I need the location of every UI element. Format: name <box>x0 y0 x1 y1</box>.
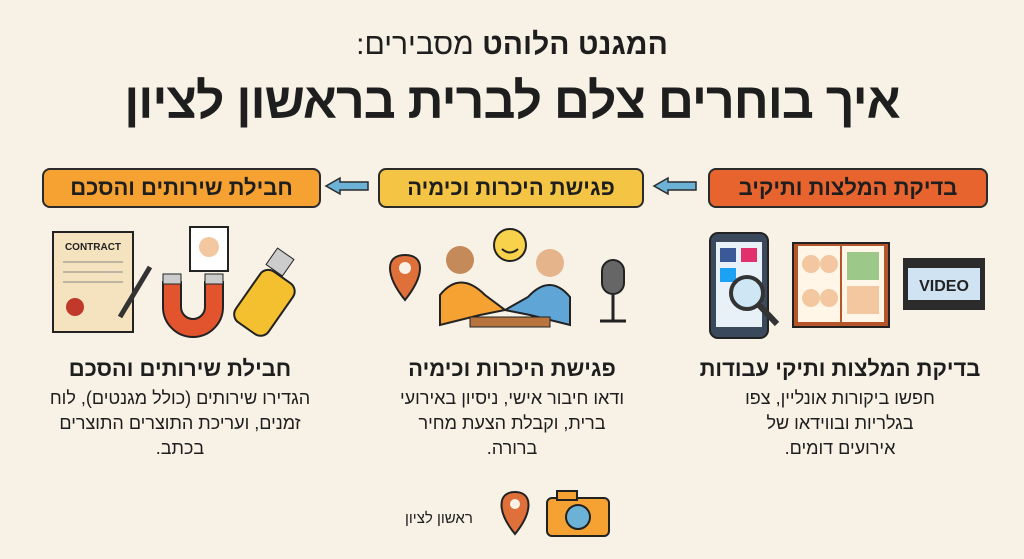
smiley-icon <box>493 228 527 262</box>
brand-name: המגנט הלוהט <box>482 28 668 61</box>
location-pin-icon <box>500 490 530 536</box>
magnifier-icon <box>729 275 780 327</box>
contract-illustration: CONTRACT <box>52 226 296 338</box>
step-2-text: ודאו חיבור אישי, ניסיון באירועי ברית, וק… <box>400 388 624 458</box>
page-title: איך בוחרים צלם לברית בראשון לציון <box>124 73 901 129</box>
footer-location: ראשון לציון <box>405 510 473 527</box>
step-3-heading: חבילת שירותים והסכם <box>68 356 292 381</box>
usb-drive-icon <box>233 247 296 337</box>
step-1-label: בדיקת המלצות ותיקיב <box>708 168 988 208</box>
arrow-left-icon <box>324 176 369 196</box>
location-pin-icon <box>389 253 421 302</box>
meeting-illustration <box>389 228 626 328</box>
step-3-description: חבילת שירותים והסכם הגדירו שירותים (כולל … <box>30 356 330 461</box>
microphone-icon <box>600 259 626 323</box>
magnet-icon <box>162 273 224 338</box>
step-1-text: חפשו ביקורות אונליין, צפו בגלריות ובוויד… <box>745 388 935 458</box>
handshake-icon <box>439 246 571 328</box>
arrow-left-icon <box>652 176 697 196</box>
step-2-label: פגישת היכרות וכימיה <box>378 168 644 208</box>
reviews-gallery-illustration: VIDEO <box>709 232 985 339</box>
step-2-description: פגישת היכרות וכימיה ודאו חיבור אישי, ניסי… <box>362 356 662 461</box>
contract-icon: CONTRACT <box>52 231 153 333</box>
camera-icon <box>546 490 610 537</box>
step-3-text: הגדירו שירותים (כולל מגנטים), לוח זמנים,… <box>49 388 311 458</box>
baby-photo-icon <box>189 226 229 272</box>
step-2-heading: פגישת היכרות וכימיה <box>408 356 616 381</box>
step-3-label: חבילת שירותים והסכם <box>42 168 321 208</box>
step-1-heading: בדיקת המלצות ותיקי עבודות <box>699 356 981 381</box>
photo-album-icon <box>792 242 890 328</box>
footer-icons <box>500 490 610 537</box>
video-label: VIDEO <box>919 278 969 295</box>
video-film-icon: VIDEO <box>903 258 985 310</box>
subtitle-rest: מסבירים: <box>356 28 474 61</box>
contract-label: CONTRACT <box>65 242 121 253</box>
step-1-description: בדיקת המלצות ותיקי עבודות חפשו ביקורות או… <box>690 356 990 461</box>
subtitle: המגנט הלוהט מסבירים: <box>0 28 1024 62</box>
